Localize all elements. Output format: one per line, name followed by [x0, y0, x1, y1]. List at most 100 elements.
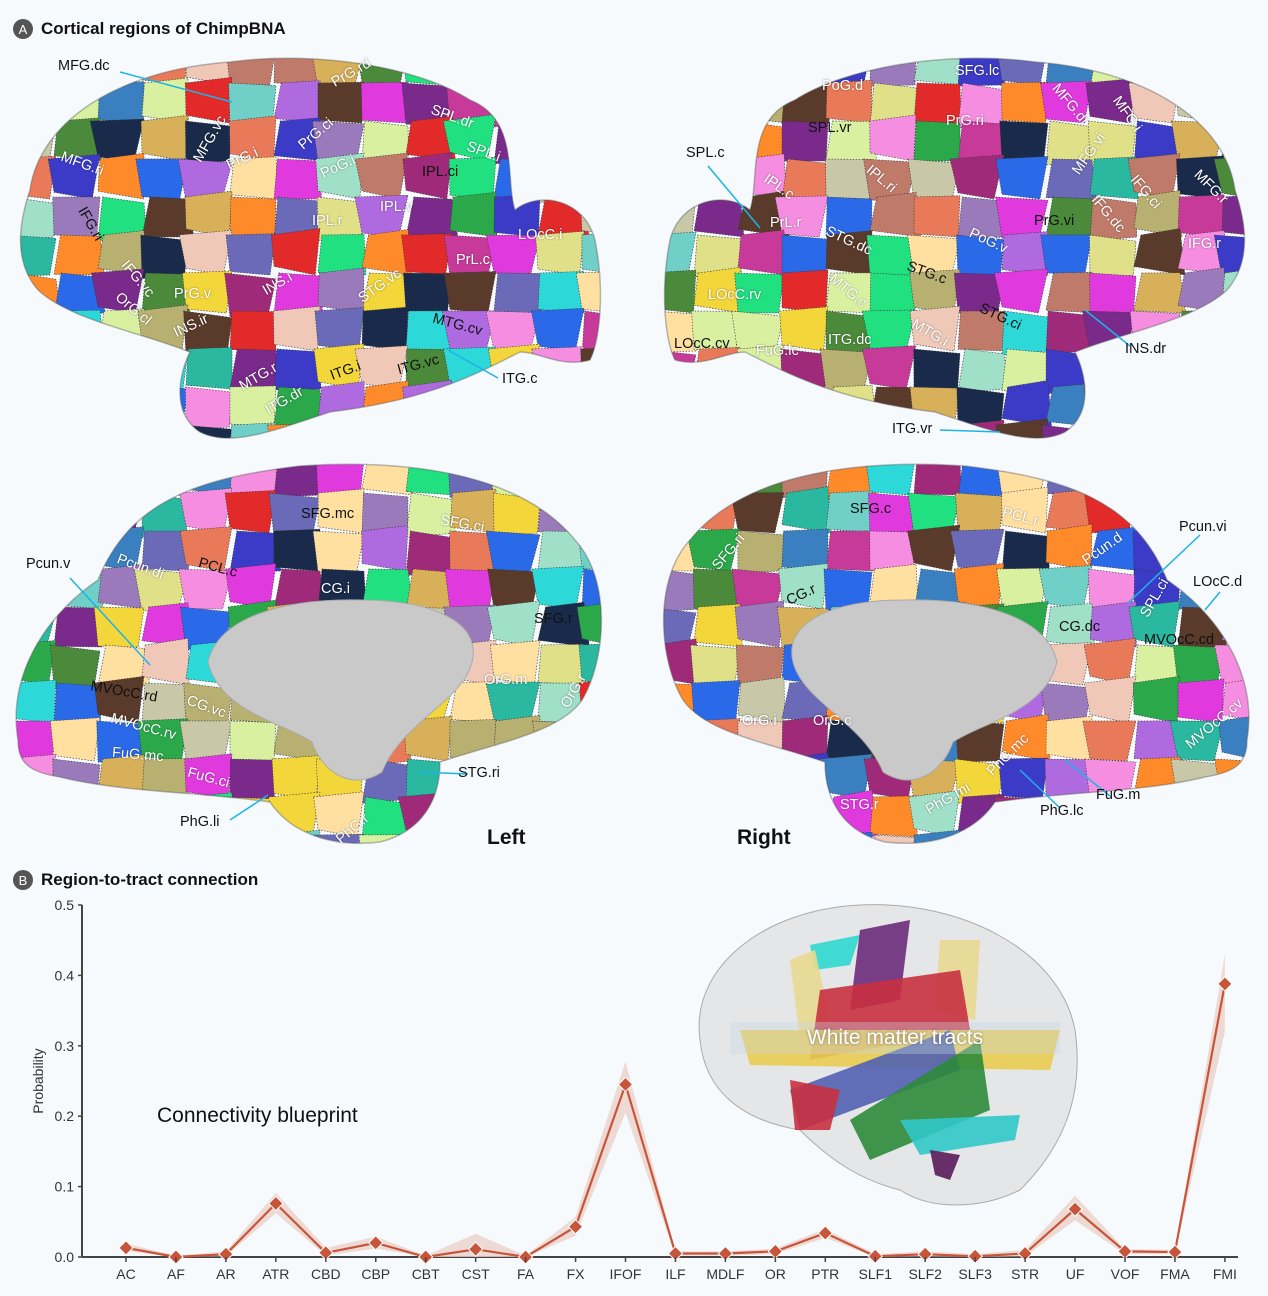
- data-point-SLF2: [917, 1246, 933, 1262]
- data-point-MDLF: [717, 1245, 734, 1262]
- lateral-left-surface: [20, 58, 601, 439]
- region-label: PoG.d: [822, 78, 864, 94]
- region-label: PrL.r: [770, 215, 802, 231]
- leader-line: [229, 794, 269, 821]
- region-label: PrL.c: [456, 252, 490, 268]
- region-label: SPL.vr: [808, 120, 852, 136]
- data-point-STR: [1017, 1245, 1033, 1262]
- left-hemisphere-caption: Left: [487, 826, 526, 849]
- x-tick-label: MDLF: [706, 1266, 744, 1282]
- region-label: PrG.v: [174, 286, 212, 302]
- region-label: STG.ri: [458, 765, 500, 781]
- x-tick-label: IFOF: [610, 1266, 642, 1282]
- region-label: STG.r: [840, 797, 879, 813]
- y-tick-label: 0.0: [55, 1249, 75, 1265]
- panel-a-title: Cortical regions of ChimpBNA: [41, 19, 286, 38]
- data-point-AC: [118, 1240, 134, 1256]
- panel-b-badge: B: [13, 870, 33, 890]
- data-point-AR: [218, 1246, 234, 1262]
- data-point-VOF: [1117, 1243, 1133, 1260]
- panel-b-heading: B Region-to-tract connection: [13, 870, 258, 890]
- x-tick-label: ILF: [665, 1266, 685, 1282]
- leader-line: [1204, 591, 1221, 611]
- y-tick-label: 0.2: [55, 1108, 75, 1124]
- y-tick-label: 0.3: [55, 1038, 75, 1054]
- x-tick-label: ATR: [262, 1266, 289, 1282]
- leader-line: [1064, 759, 1111, 797]
- leader-line: [1084, 309, 1131, 347]
- x-tick-label: CBT: [412, 1266, 440, 1282]
- region-label: MVOcC.cd: [1144, 632, 1215, 648]
- x-tick-label: FMI: [1213, 1266, 1237, 1282]
- y-tick-label: 0.4: [55, 967, 75, 983]
- region-label: IFG.r: [1188, 236, 1222, 252]
- x-tick-label: AR: [216, 1266, 235, 1282]
- leader-line: [1019, 769, 1061, 809]
- x-tick-label: AF: [167, 1266, 185, 1282]
- data-point-OR: [767, 1243, 784, 1260]
- region-label: IPL.v: [380, 199, 414, 215]
- leader-line: [447, 349, 499, 379]
- region-label: SFG.r: [534, 611, 573, 627]
- region-label: ITG.vr: [892, 421, 933, 437]
- data-point-CBD: [318, 1244, 334, 1261]
- region-label: MFG.dc: [58, 58, 110, 74]
- panel-a-heading: A Cortical regions of ChimpBNA: [13, 19, 286, 39]
- leader-line: [119, 71, 233, 103]
- data-point-FX: [567, 1218, 584, 1235]
- region-label: PhG.li: [180, 814, 220, 830]
- data-point-FMI: [1217, 976, 1233, 992]
- leader-line: [417, 771, 469, 775]
- region-label: PrG.ri: [946, 113, 984, 129]
- y-tick-label: 0.1: [55, 1179, 75, 1195]
- region-label: LOcC.i: [518, 227, 563, 243]
- region-label: SFG.mc: [301, 506, 355, 522]
- x-tick-label: AC: [116, 1266, 135, 1282]
- data-point-ATR: [268, 1195, 284, 1212]
- data-point-CST: [467, 1241, 484, 1258]
- region-label: PhG.lc: [1040, 803, 1084, 819]
- region-label: SFG.c: [850, 501, 892, 517]
- data-point-UF: [1067, 1201, 1083, 1217]
- x-tick-label: FX: [567, 1266, 586, 1282]
- region-label: IPL.ci: [422, 164, 459, 180]
- leader-line: [1127, 534, 1201, 604]
- region-label: OrG.m: [484, 672, 528, 688]
- data-point-IFOF: [617, 1076, 634, 1093]
- region-label: Pcun.vi: [1179, 519, 1227, 535]
- region-label: OrG.c: [813, 713, 852, 729]
- x-tick-label: PTR: [811, 1266, 839, 1282]
- region-label: ITG.c: [502, 371, 538, 387]
- y-axis-label: Probability: [30, 1048, 46, 1113]
- x-tick-label: UF: [1066, 1266, 1085, 1282]
- cortical-parcellation-surfaces: [15, 57, 1250, 844]
- region-label: FuG.m: [1096, 787, 1141, 803]
- region-label: LOcC.d: [1193, 574, 1243, 590]
- region-label: SFG.lc: [955, 63, 1000, 79]
- leader-line: [939, 429, 1001, 433]
- region-label: INS.dr: [1125, 341, 1167, 357]
- region-label: LOcC.rv: [708, 287, 762, 303]
- region-label: SPL.c: [686, 145, 725, 161]
- region-label: IPL.r: [312, 213, 343, 229]
- region-label: LOcC.cv: [674, 336, 730, 352]
- x-tick-label: CBP: [361, 1266, 390, 1282]
- x-tick-label: OR: [765, 1266, 786, 1282]
- leader-line: [707, 165, 761, 229]
- region-label: FuG.lc: [756, 343, 799, 359]
- x-tick-label: FA: [517, 1266, 535, 1282]
- region-label: Pcun.v: [26, 556, 71, 572]
- data-point-ILF: [667, 1245, 684, 1262]
- data-point-SLF3: [967, 1248, 983, 1265]
- lateral-right-surface: [664, 58, 1245, 439]
- x-tick-label: SLF3: [958, 1266, 992, 1282]
- data-point-PTR: [817, 1225, 834, 1241]
- y-tick-label: 0.5: [55, 897, 75, 913]
- data-point-FMA: [1167, 1244, 1183, 1260]
- region-label: OrG.i: [742, 713, 777, 729]
- x-tick-label: CBD: [311, 1266, 341, 1282]
- connectivity-blueprint-label: Connectivity blueprint: [157, 1104, 358, 1127]
- x-tick-label: CST: [462, 1266, 490, 1282]
- right-hemisphere-caption: Right: [737, 826, 791, 849]
